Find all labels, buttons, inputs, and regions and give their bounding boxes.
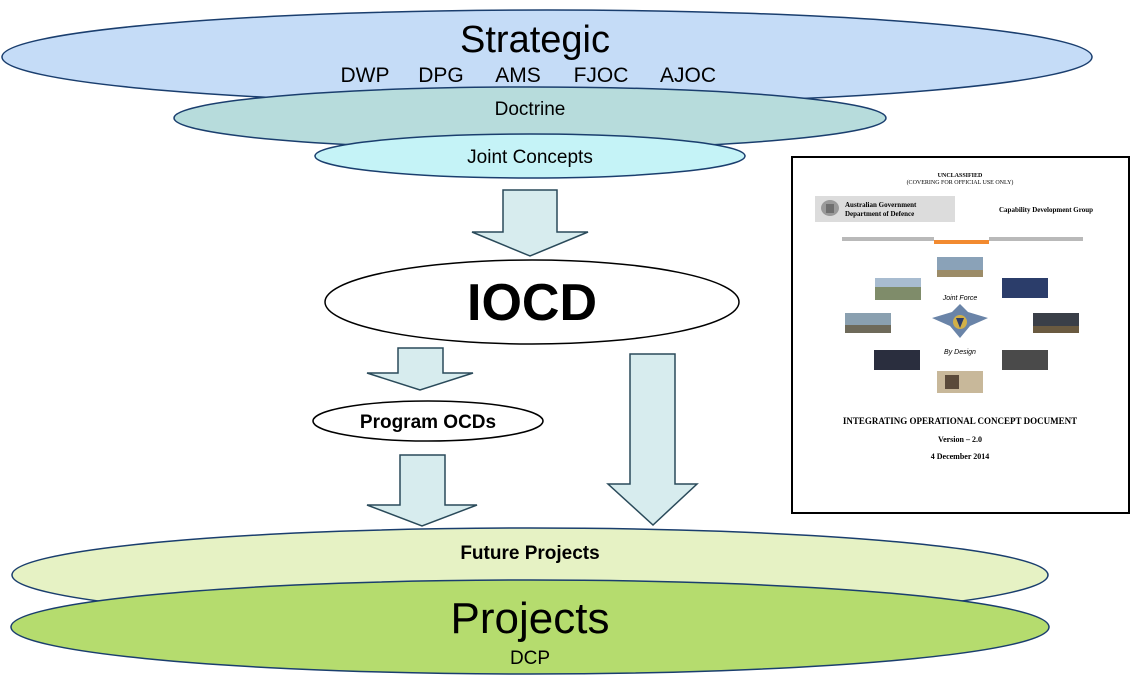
photo-middle-right-ground: [1033, 326, 1079, 333]
document-title: INTEGRATING OPERATIONAL CONCEPT DOCUMENT: [843, 416, 1077, 426]
strategic-ellipse-group: Strategic DWP DPG AMS FJOC AJOC: [1, 9, 1093, 105]
program-ocds-ellipse-group: Program OCDs: [312, 400, 544, 442]
program-ocds-label: Program OCDs: [360, 412, 496, 433]
document-date: 4 December 2014: [931, 452, 990, 461]
strategic-item-ams: AMS: [495, 64, 541, 87]
strategic-item-fjoc: FJOC: [574, 64, 629, 87]
photo-lower-right: [1002, 350, 1048, 370]
iocd-ellipse: [324, 259, 740, 345]
iocd-document-cover: UNCLASSIFIED (COVERING FOR OFFICIAL USE …: [791, 156, 1130, 514]
gov-line1: Australian Government: [845, 201, 917, 209]
projects-subtitle: DCP: [510, 648, 550, 669]
projects-title: Projects: [451, 594, 610, 643]
coat-of-arms-icon: [821, 200, 839, 216]
document-caveat: (COVERING FOR OFFICIAL USE ONLY): [907, 179, 1014, 186]
motto-bottom: By Design: [944, 349, 976, 356]
arrow-program-ocds-to-future-projects: [366, 454, 478, 527]
photo-lower-left: [874, 350, 920, 370]
motto-top: Joint Force: [942, 295, 978, 302]
document-classification: UNCLASSIFIED: [938, 173, 983, 179]
strategic-item-dpg: DPG: [418, 64, 464, 87]
header-rule-left: [842, 237, 934, 241]
document-group: Capability Development Group: [999, 206, 1093, 214]
doctrine-ellipse-group: Doctrine: [173, 86, 887, 150]
photo-top-ground: [937, 270, 983, 277]
iocd-label: IOCD: [467, 274, 597, 332]
photo-upper-right: [1002, 278, 1048, 298]
strategic-title: Strategic: [460, 19, 610, 61]
photo-middle-left-ground: [845, 325, 891, 333]
header-rule-accent: [934, 240, 989, 244]
program-ocds-ellipse: [312, 400, 544, 442]
arrow-to-program-ocds: [366, 347, 474, 391]
future-projects-label: Future Projects: [460, 543, 599, 564]
photo-upper-left-sky: [875, 278, 921, 287]
photo-bottom-detail: [945, 375, 959, 389]
gov-line2: Department of Defence: [845, 210, 914, 218]
joint-concepts-ellipse: [314, 133, 746, 179]
iocd-ellipse-group: IOCD: [324, 259, 740, 345]
header-rule-right: [989, 237, 1083, 241]
document-version: Version – 2.0: [938, 435, 982, 444]
defence-emblem-icon: [932, 304, 988, 338]
strategic-item-ajoc: AJOC: [660, 64, 716, 87]
arrow-to-iocd: [471, 189, 589, 257]
doctrine-label: Doctrine: [495, 99, 566, 120]
photo-bottom: [937, 371, 983, 393]
projects-ellipse: [10, 579, 1050, 675]
joint-concepts-ellipse-group: Joint Concepts: [314, 133, 746, 179]
arrow-iocd-to-future-projects: [606, 353, 699, 527]
strategic-item-dwp: DWP: [341, 64, 390, 87]
projects-ellipse-group: Projects DCP: [10, 579, 1050, 675]
joint-concepts-label: Joint Concepts: [467, 147, 593, 168]
